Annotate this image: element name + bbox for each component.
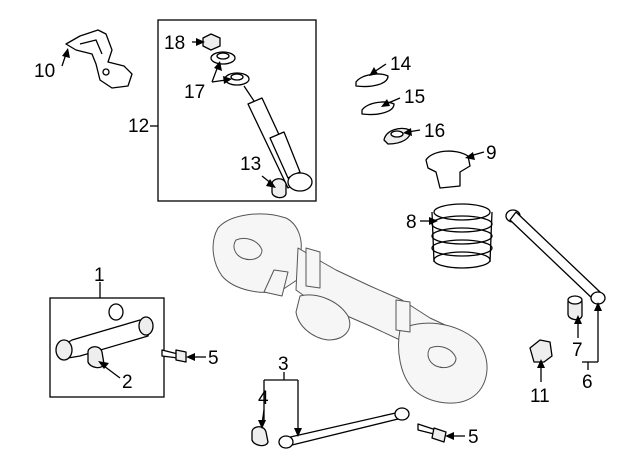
callout-16: 16 [424, 121, 445, 142]
callout-3: 3 [278, 354, 289, 375]
lower-control-arm-box [49, 297, 165, 398]
callout-18: 18 [164, 33, 185, 54]
callout-14: 14 [390, 54, 412, 75]
bolts [161, 349, 447, 443]
shock-absorber-box [150, 19, 317, 202]
callout-10: 10 [34, 61, 55, 82]
callout-17: 17 [184, 82, 205, 103]
callout-1: 1 [94, 265, 105, 286]
callout-8: 8 [406, 212, 417, 233]
callout-12: 12 [128, 116, 149, 137]
callout-5-lower: 5 [468, 427, 479, 448]
spring-upper-parts [355, 73, 471, 189]
callout-4: 4 [258, 388, 269, 409]
callout-6: 6 [582, 372, 593, 393]
coil-spring [431, 203, 493, 269]
callout-9: 9 [486, 143, 497, 164]
callout-labels: 1 2 3 4 5 5 6 7 8 9 10 11 12 13 14 15 16… [34, 33, 593, 448]
callout-2: 2 [122, 372, 133, 393]
leader-lines [61, 38, 602, 440]
callout-15: 15 [404, 87, 425, 108]
callout-7: 7 [572, 340, 583, 361]
rear-axle-housing [212, 213, 488, 404]
upper-arm [251, 407, 410, 449]
callout-13: 13 [240, 154, 261, 175]
lateral-rod [505, 209, 606, 363]
callout-5-upper: 5 [208, 348, 219, 369]
shock-bracket [65, 29, 133, 89]
callout-11: 11 [530, 386, 550, 407]
